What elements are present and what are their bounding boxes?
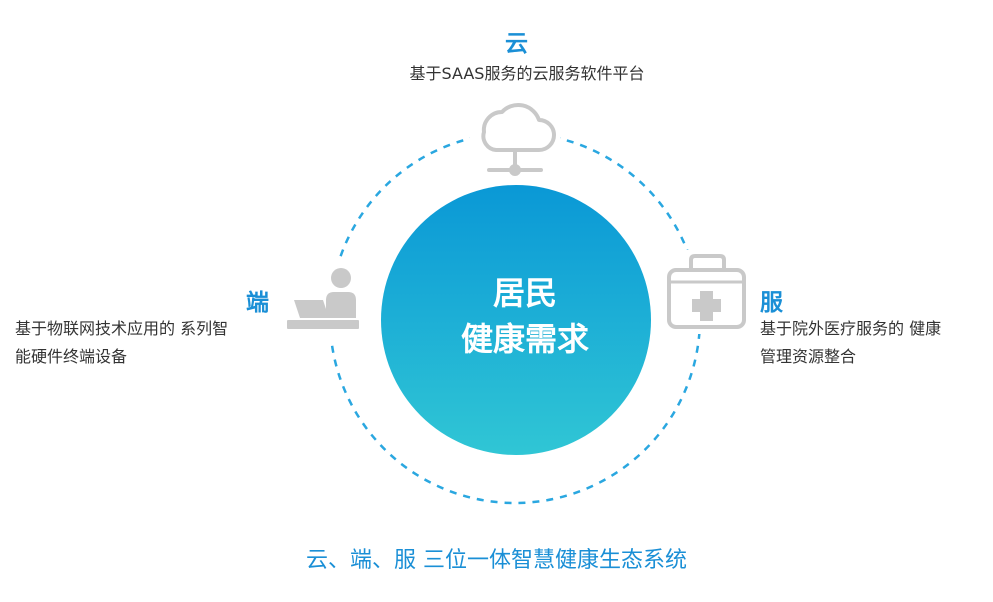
center-label: 居民 健康需求 <box>420 270 630 362</box>
footer-caption: 云、端、服 三位一体智慧健康生态系统 <box>306 548 687 573</box>
terminal-description-line2: 能硬件终端设备 <box>15 347 128 366</box>
service-description-line1: 基于院外医疗服务的 健康 <box>760 319 942 338</box>
terminal-description: 基于物联网技术应用的 系列智 能硬件终端设备 <box>15 315 280 371</box>
cloud-title: 云 <box>505 31 528 57</box>
cloud-description: 基于SAAS服务的云服务软件平台 <box>409 64 645 83</box>
service-title: 服 <box>760 290 783 316</box>
medical-kit-icon <box>667 254 746 329</box>
service-description: 基于院外医疗服务的 健康 管理资源整合 <box>760 315 985 371</box>
service-description-line2: 管理资源整合 <box>760 347 857 366</box>
center-label-line1: 居民 <box>492 274 557 312</box>
center-label-line2: 健康需求 <box>460 320 589 358</box>
cloud-server-icon <box>481 102 556 176</box>
terminal-description-line1: 基于物联网技术应用的 系列智 <box>15 319 229 338</box>
terminal-title: 端 <box>246 290 269 316</box>
person-laptop-icon <box>287 268 359 329</box>
center-circle <box>381 185 651 455</box>
